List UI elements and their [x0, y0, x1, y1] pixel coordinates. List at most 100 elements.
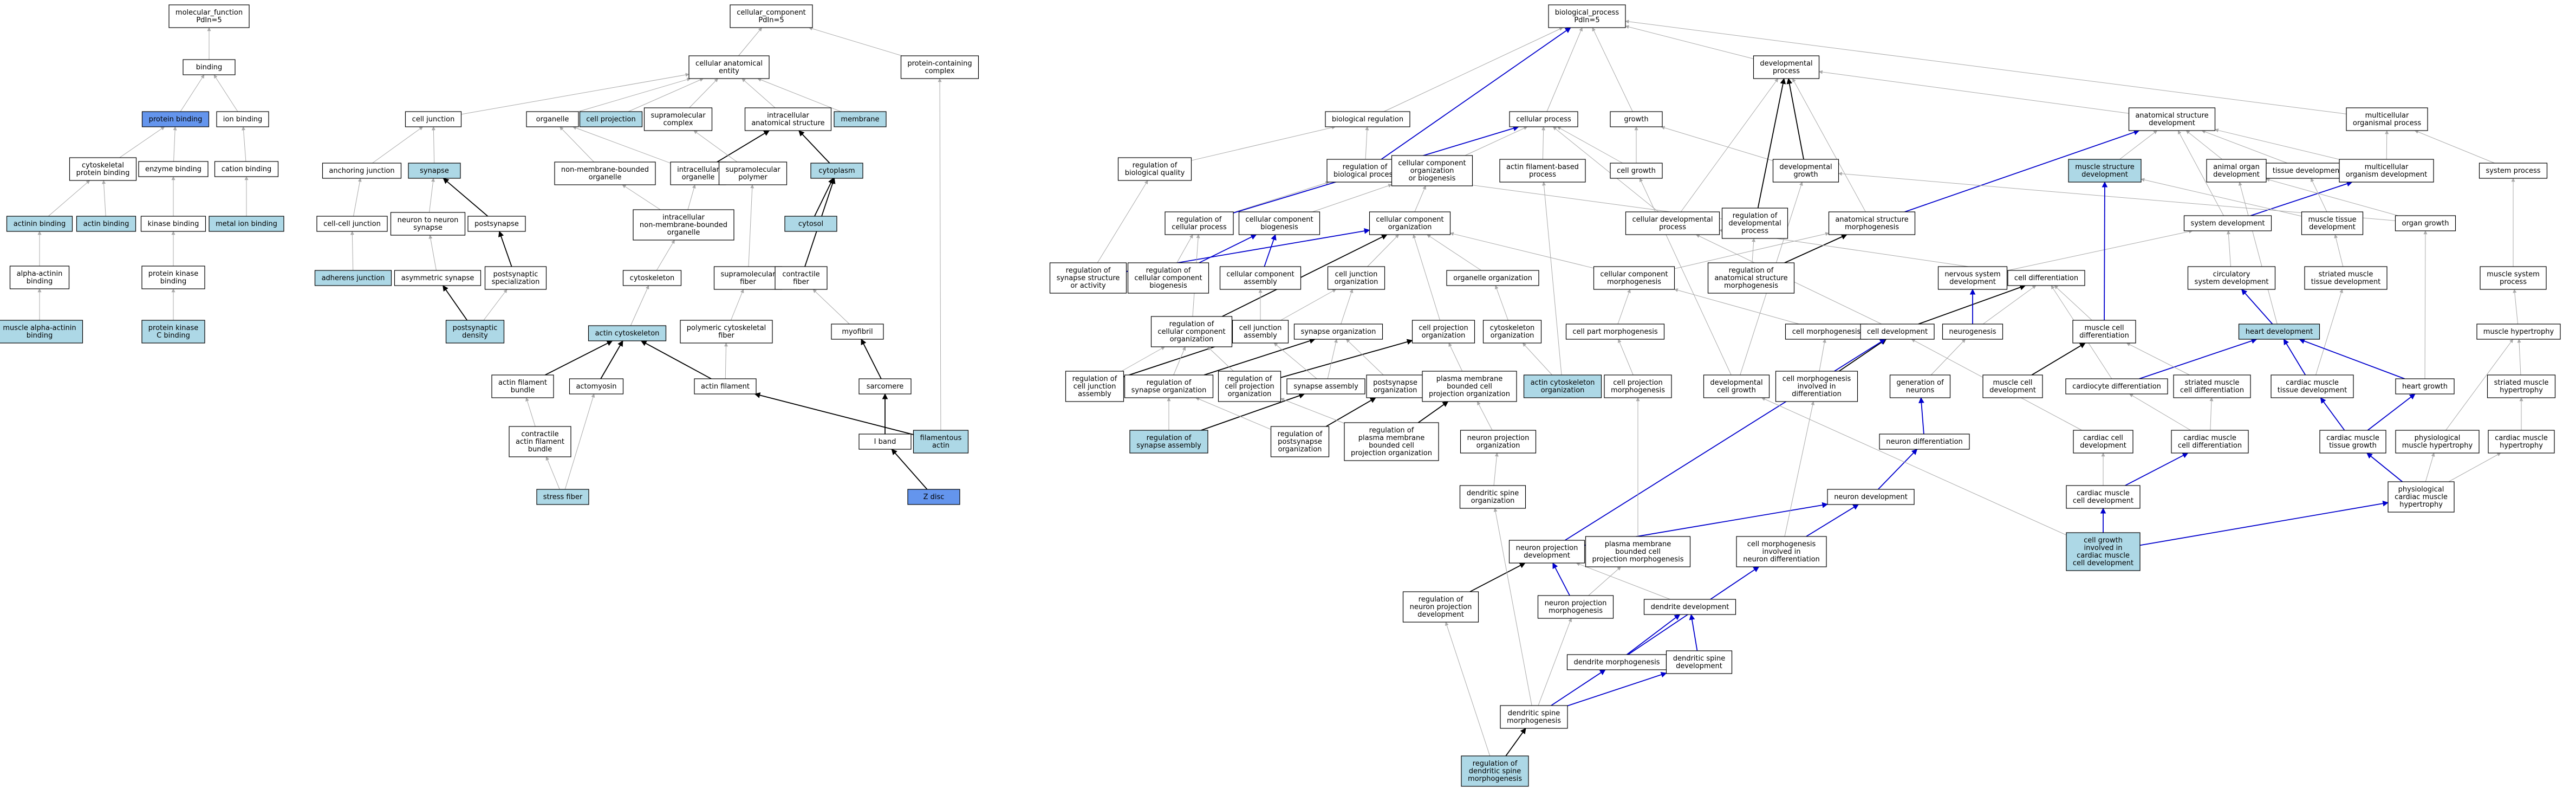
node-cardiocyte-differentiation[interactable]: cardiocyte differentiation: [2065, 378, 2168, 394]
node-synapse[interactable]: synapse: [408, 163, 461, 179]
node-system-process[interactable]: system process: [2479, 163, 2548, 179]
node-protein-binding[interactable]: protein binding: [141, 111, 210, 127]
node-organelle-organization[interactable]: organelle organization: [1446, 270, 1539, 286]
node-muscle-hypertrophy[interactable]: muscle hypertrophy: [2476, 324, 2561, 340]
node-myofibril[interactable]: myofibril: [831, 324, 884, 340]
node-actin-binding[interactable]: actin binding: [76, 216, 136, 232]
node-cell-junction[interactable]: cell junction: [405, 111, 462, 127]
node-neuron-development[interactable]: neuron development: [1827, 489, 1915, 505]
node-cell-cell-junction[interactable]: cell-cell junction: [316, 216, 388, 232]
node-cell-projection[interactable]: cell projection: [579, 111, 643, 127]
node-neuron-differentiation[interactable]: neuron differentiation: [1879, 434, 1970, 450]
node-actin-cytoskeleton[interactable]: actin cytoskeleton: [588, 325, 667, 341]
node-organelle[interactable]: organelle: [526, 111, 579, 127]
node-actomyosin[interactable]: actomyosin: [569, 378, 624, 394]
node-adherens-junction[interactable]: adherens junction: [314, 270, 392, 286]
node-neurogenesis[interactable]: neurogenesis: [1942, 324, 2003, 340]
node-actin-filament[interactable]: actin filament: [694, 378, 757, 394]
node-i-band[interactable]: I band: [858, 434, 912, 450]
node-cell-growth[interactable]: cell growth: [1610, 163, 1663, 179]
node-enzyme-binding[interactable]: enzyme binding: [138, 161, 209, 177]
node-membrane[interactable]: membrane: [834, 111, 887, 127]
node-dendrite-development[interactable]: dendrite development: [1643, 599, 1736, 615]
node-cytoplasm[interactable]: cytoplasm: [810, 163, 863, 179]
node-cell-differentiation[interactable]: cell differentiation: [2007, 270, 2085, 286]
node-binding[interactable]: binding: [183, 59, 236, 75]
node-anchoring-junction[interactable]: anchoring junction: [322, 163, 402, 179]
node-cell-development[interactable]: cell development: [1860, 324, 1935, 340]
node-tissue-development[interactable]: tissue development: [2266, 163, 2349, 179]
node-z-disc[interactable]: Z disc: [907, 489, 960, 505]
node-system-development[interactable]: system development: [2183, 215, 2272, 231]
node-postsynapse[interactable]: postsynapse: [467, 216, 526, 232]
node-biological-regulation[interactable]: biological regulation: [1325, 111, 1410, 127]
node-cytosol[interactable]: cytosol: [784, 216, 837, 232]
node-sarcomere[interactable]: sarcomere: [858, 378, 912, 394]
node-heart-growth[interactable]: heart growth: [2395, 378, 2455, 394]
node-stress-fiber[interactable]: stress fiber: [536, 489, 589, 505]
